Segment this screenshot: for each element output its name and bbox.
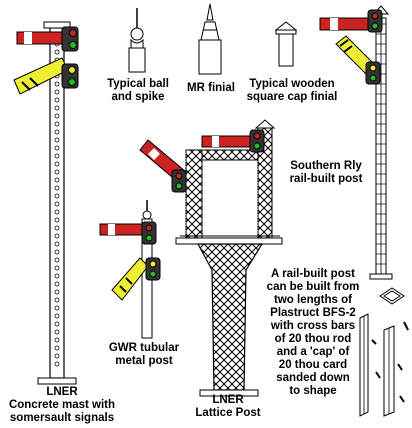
label-line: can be built from [266, 281, 360, 293]
distant-arm-icon [335, 35, 381, 85]
label-line: of 20 thou rod [274, 333, 352, 345]
mr-finial-icon [198, 3, 222, 75]
label-line: LNER [212, 394, 244, 406]
label-line: to shape [289, 385, 337, 397]
wooden-square-cap-finial-icon [274, 21, 298, 67]
label-line: with cross bars [270, 320, 356, 332]
gwr-tubular-post [99, 200, 161, 339]
stop-arm-icon [99, 221, 157, 245]
label-line: Lattice Post [195, 407, 261, 419]
southern-rly-rail-post [319, 5, 393, 280]
ball-and-spike-finial-icon [128, 8, 146, 73]
label-line: and spike [111, 91, 165, 103]
label-line: square cap finial [246, 91, 338, 103]
stop-arm-icon [16, 26, 79, 52]
label-mr-finial: MR finial [176, 82, 246, 95]
rail-post-parts-icon [359, 287, 409, 417]
lner-concrete-mast [13, 21, 79, 385]
label-line: Southern Rly [290, 160, 362, 172]
distant-arm-icon [13, 57, 79, 95]
label-line: rail-built post [289, 173, 363, 185]
stop-arm-icon [139, 139, 187, 193]
label-line: GWR tubular [108, 342, 180, 354]
stop-arm-icon [319, 9, 383, 33]
label-line: Concrete mast with [8, 399, 116, 411]
label-line: 20 thou card [278, 359, 348, 371]
label-line: LNER [46, 386, 78, 398]
distant-arm-icon [111, 257, 161, 301]
label-line: MR finial [187, 82, 235, 94]
stop-arm-icon [201, 129, 265, 153]
label-line: two lengths of [274, 294, 352, 306]
label-line: sanded down [276, 372, 350, 384]
lner-lattice-post [139, 119, 283, 397]
label-line: and a 'cap' of [276, 346, 350, 358]
label-line: A rail-built post [271, 268, 355, 280]
label-line: Typical wooden [249, 78, 335, 90]
label-line: Plastruct BFS-2 [270, 307, 356, 319]
label-line: somersault signals [9, 412, 115, 424]
label-line: metal post [115, 355, 173, 367]
label-line: Typical ball [107, 78, 169, 90]
